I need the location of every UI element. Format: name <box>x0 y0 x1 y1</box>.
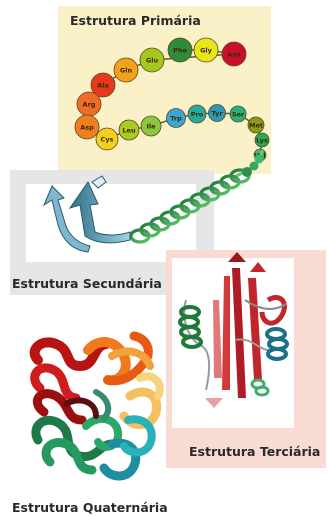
amino-acid-label: Ala <box>97 81 109 89</box>
amino-acid-label: Ile <box>146 122 156 130</box>
amino-acid-label: Gln <box>120 66 133 74</box>
quaternary-complex <box>35 336 160 476</box>
amino-acid-label: Arg <box>83 100 96 108</box>
alpha-helix <box>131 150 264 242</box>
amino-acid-label: Pro <box>191 110 204 118</box>
amino-acid-label: Lys <box>256 136 268 144</box>
beta-sheet <box>44 176 130 252</box>
amino-acid-label: Asn <box>227 50 241 58</box>
amino-acid-label: Gly <box>200 46 213 54</box>
quaternary-structure-label: Estrutura Quaternária <box>12 500 168 515</box>
amino-acid-label: Trp <box>170 114 182 122</box>
amino-acid-label: Tyr <box>211 109 223 117</box>
amino-acid-label: Phe <box>173 46 187 54</box>
tertiary-structure-label: Estrutura Terciária <box>189 444 320 459</box>
amino-acid-label: Asp <box>80 123 94 131</box>
amino-acid-label: Ser <box>232 110 245 118</box>
secondary-structure-label: Estrutura Secundária <box>12 276 162 291</box>
tertiary-fold <box>180 252 287 408</box>
amino-acid-label: Cys <box>101 135 114 143</box>
amino-acid-label: Leu <box>122 126 136 134</box>
primary-structure-label: Estrutura Primária <box>70 13 201 28</box>
amino-acid-label: Met <box>249 121 263 129</box>
amino-acid-label: Glu <box>146 56 159 64</box>
